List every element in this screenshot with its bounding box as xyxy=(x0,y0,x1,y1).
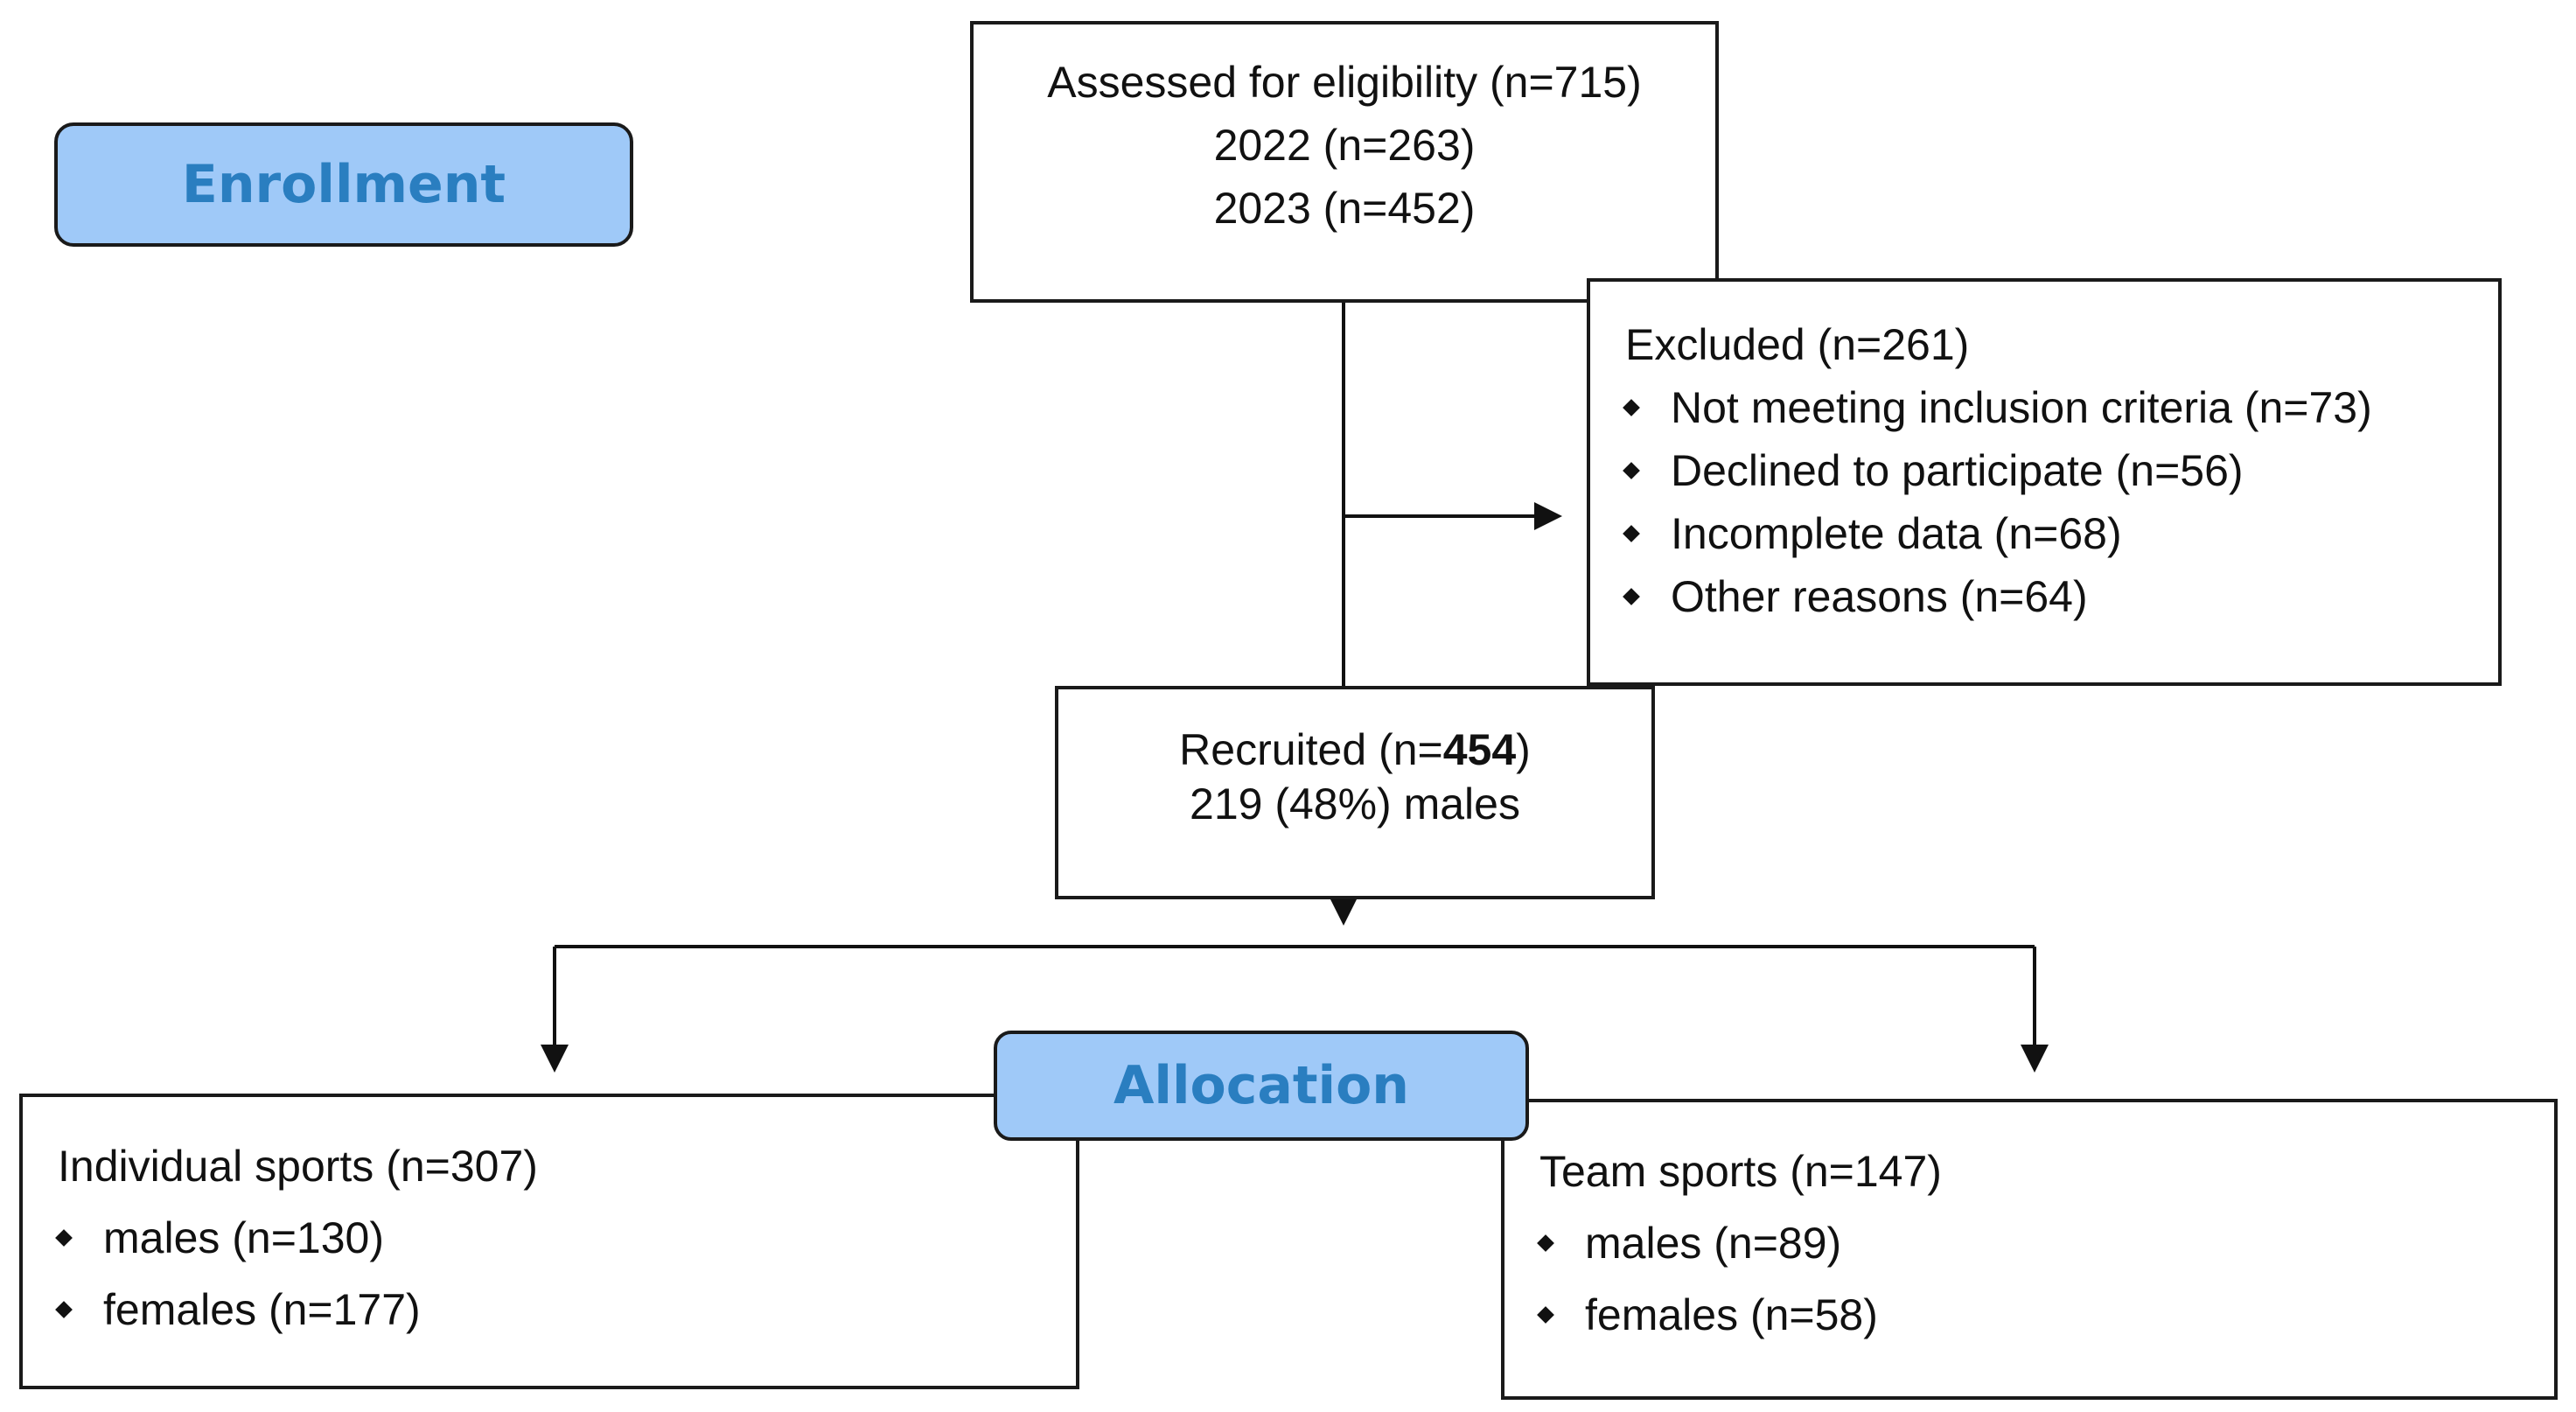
assessed-line-2023: 2023 (n=452) xyxy=(1213,184,1476,233)
excluded-item-label: Other reasons (n=64) xyxy=(1671,572,2088,621)
assessed-text: Assessed for eligibility (n=715) 2022 (n… xyxy=(974,24,1715,240)
assessed-line-total: Assessed for eligibility (n=715) xyxy=(1047,58,1642,107)
allocation-text: Allocation xyxy=(1113,1055,1410,1116)
excluded-item: Declined to participate (n=56) xyxy=(1623,439,2498,502)
team-sports-item-label: females (n=58) xyxy=(1585,1290,1878,1339)
excluded-text: Excluded (n=261) Not meeting inclusion c… xyxy=(1590,282,2498,628)
recruited-suffix: ) xyxy=(1516,725,1531,774)
individual-sports-item: females (n=177) xyxy=(55,1274,1076,1346)
bullet-icon xyxy=(55,1229,73,1247)
excluded-item: Not meeting inclusion criteria (n=73) xyxy=(1623,376,2498,439)
allocation-label: Allocation xyxy=(994,1031,1529,1141)
excluded-box: Excluded (n=261) Not meeting inclusion c… xyxy=(1587,278,2502,686)
bullet-icon xyxy=(1623,525,1640,542)
bullet-icon xyxy=(1623,588,1640,605)
excluded-item-label: Not meeting inclusion criteria (n=73) xyxy=(1671,383,2372,432)
individual-sports-title: Individual sports (n=307) xyxy=(58,1142,538,1191)
individual-sports-box: Individual sports (n=307) males (n=130) … xyxy=(19,1094,1079,1389)
bullet-icon xyxy=(1537,1234,1554,1252)
excluded-item-label: Incomplete data (n=68) xyxy=(1671,509,2122,558)
recruited-box: Recruited (n=454) 219 (48%) males xyxy=(1055,686,1655,899)
individual-sports-item-label: females (n=177) xyxy=(103,1285,421,1334)
recruited-line-2: 219 (48%) males xyxy=(1190,779,1520,828)
recruited-count: 454 xyxy=(1442,725,1517,774)
enrollment-label: Enrollment xyxy=(54,122,633,247)
assessed-box: Assessed for eligibility (n=715) 2022 (n… xyxy=(970,21,1719,303)
enrollment-text: Enrollment xyxy=(181,154,506,215)
recruited-line-1: Recruited (n=454) xyxy=(1058,723,1651,777)
team-sports-item: males (n=89) xyxy=(1537,1207,2554,1279)
individual-sports-item: males (n=130) xyxy=(55,1202,1076,1274)
bullet-icon xyxy=(55,1301,73,1318)
team-sports-item-label: males (n=89) xyxy=(1585,1219,1842,1268)
team-sports-item: females (n=58) xyxy=(1537,1279,2554,1351)
team-sports-box: Team sports (n=147) males (n=89) females… xyxy=(1501,1099,2558,1400)
bullet-icon xyxy=(1623,462,1640,479)
excluded-item: Other reasons (n=64) xyxy=(1623,565,2498,628)
bullet-icon xyxy=(1623,399,1640,416)
recruited-text: Recruited (n=454) 219 (48%) males xyxy=(1058,689,1651,831)
individual-sports-item-label: males (n=130) xyxy=(103,1213,384,1262)
excluded-item: Incomplete data (n=68) xyxy=(1623,502,2498,565)
team-sports-text: Team sports (n=147) males (n=89) females… xyxy=(1504,1102,2554,1351)
individual-sports-text: Individual sports (n=307) males (n=130) … xyxy=(23,1097,1076,1346)
bullet-icon xyxy=(1537,1306,1554,1324)
excluded-item-label: Declined to participate (n=56) xyxy=(1671,446,2244,495)
team-sports-title: Team sports (n=147) xyxy=(1539,1147,1942,1196)
excluded-title: Excluded (n=261) xyxy=(1625,320,1970,369)
recruited-prefix: Recruited (n= xyxy=(1179,725,1443,774)
assessed-line-2022: 2022 (n=263) xyxy=(1213,121,1476,170)
